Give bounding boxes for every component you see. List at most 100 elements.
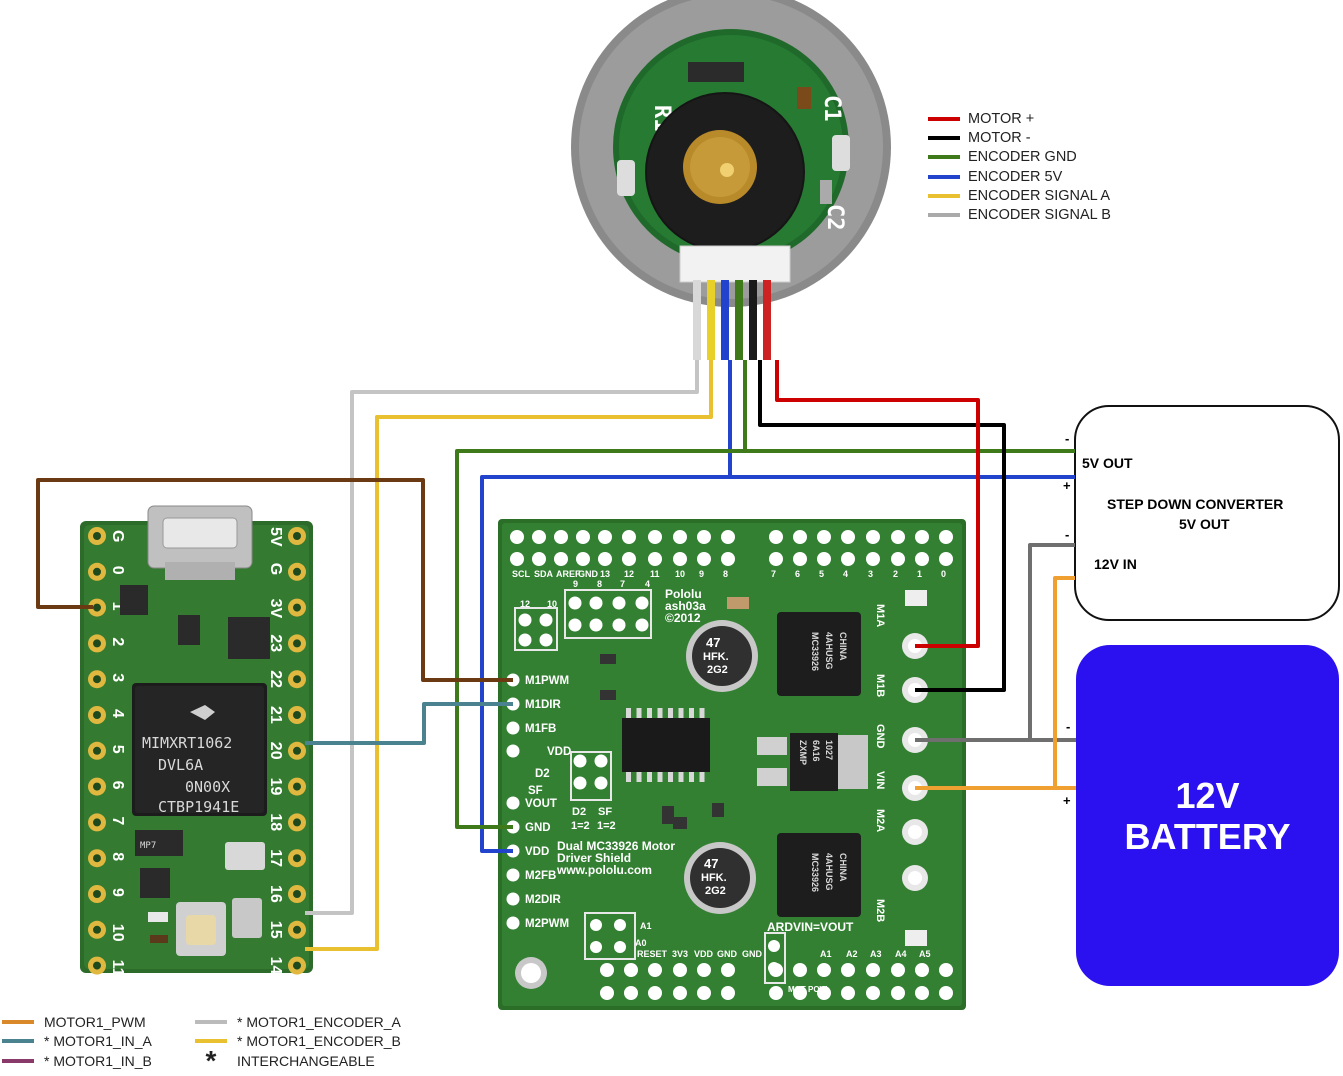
shield-pad <box>866 530 880 544</box>
legend-label: ENCODER 5V <box>968 168 1063 185</box>
shield-header-num: 4 <box>645 579 650 589</box>
teensy-pad-hole <box>293 782 301 791</box>
teensy-pin-label: 0 <box>109 566 126 575</box>
shield-pad <box>721 530 735 544</box>
teensy-pad-hole <box>93 818 101 827</box>
shield-left-pin-label: VDD <box>525 846 549 858</box>
shield-header-num: 8 <box>597 579 602 589</box>
teensy-pad-hole <box>293 675 301 684</box>
shield-pad <box>891 552 905 566</box>
shield-pad <box>721 986 735 1000</box>
shield-jumper-pad <box>768 962 780 974</box>
shield-header-num: 9 <box>573 579 578 589</box>
teensy-pad-hole <box>93 675 101 684</box>
legend-label: * MOTOR1_IN_B <box>44 1052 152 1069</box>
shield-left-pad <box>506 916 520 930</box>
shield-pad <box>817 552 831 566</box>
shield-bottom-pin-label: A2 <box>846 949 858 959</box>
converter-plus: + <box>1063 478 1071 493</box>
shield-pad <box>598 530 612 544</box>
legend-item: *INTERCHANGEABLE <box>195 1045 401 1076</box>
shield-pad <box>793 552 807 566</box>
shield-jumper-pad <box>768 940 780 952</box>
cap2-line1: 47 <box>704 856 718 871</box>
legend-swatch <box>195 1039 227 1044</box>
shield-bottom-pin-label: VDD <box>694 949 714 959</box>
terminal-label: VIN <box>874 771 886 789</box>
teensy-pad-hole <box>293 854 301 863</box>
teensy-pin-label: 1 <box>109 602 126 611</box>
shield-top-pin-label: SCL <box>512 569 531 579</box>
legend-item: MOTOR1_PWM <box>2 1012 152 1032</box>
shield-jumper-pad <box>573 754 587 768</box>
shield-pad <box>769 986 783 1000</box>
shield-header-pad <box>518 613 532 627</box>
legend-item: * MOTOR1_ENCODER_B <box>195 1032 401 1052</box>
teensy-pin-label: 20 <box>267 742 284 760</box>
jumper-d2: D2 <box>572 806 586 818</box>
shield-pad <box>673 552 687 566</box>
teensy-pin-label: 8 <box>109 852 126 861</box>
shield-left-pin-label: M2FB <box>525 870 556 882</box>
legend-swatch <box>2 1039 34 1044</box>
teensy-pad-hole <box>93 890 101 898</box>
shield-pad <box>532 530 546 544</box>
cap2-line2: HFK. <box>701 872 727 884</box>
jumper-sf: SF <box>598 806 612 818</box>
c1-label: C1 <box>819 95 844 122</box>
teensy-pin-label: 17 <box>267 849 284 867</box>
legend-swatch <box>928 135 960 140</box>
legend-item: * MOTOR1_IN_B <box>2 1051 152 1071</box>
shield-pad <box>939 963 953 977</box>
legend-swatch <box>928 193 960 198</box>
driver-chip-text: MC33926 <box>810 632 820 671</box>
soic-pin <box>668 772 673 782</box>
teensy-pin-label: 9 <box>109 888 126 897</box>
shield-pad <box>891 986 905 1000</box>
shield-bottom-pin-label: A3 <box>870 949 882 959</box>
shield-left-pin-label: M1PWM <box>525 675 569 687</box>
shield-top-pin-label: 3 <box>868 569 873 579</box>
shield-top-pin-label: AREF <box>556 569 581 579</box>
teensy-pin-label: 22 <box>267 670 284 688</box>
legend-swatch <box>2 1058 34 1063</box>
shield-top-pin-label: 7 <box>771 569 776 579</box>
asterisk-icon: * <box>205 1045 217 1076</box>
shield-pad <box>600 963 614 977</box>
shield-pad <box>697 552 711 566</box>
cap2-line3: 2G2 <box>705 885 726 897</box>
shield-pad <box>769 552 783 566</box>
shield-top-pin-label: 12 <box>624 569 634 579</box>
legend-swatch <box>928 116 960 121</box>
shield-top-pin-label: GND <box>578 569 599 579</box>
shield-pad <box>721 552 735 566</box>
soic-pin <box>636 708 642 718</box>
shield-pad <box>915 552 929 566</box>
shield-pad <box>841 963 855 977</box>
shield-header-num: 12 <box>520 599 530 609</box>
terminal-label: M1B <box>874 674 886 697</box>
teensy-chip-line3: 0N00X <box>185 778 230 796</box>
shield-left-pad <box>506 721 520 735</box>
shield-top-pin-label: SDA <box>534 569 554 579</box>
shield-left-pad <box>506 796 520 810</box>
shield-pad <box>793 986 807 1000</box>
shield-jumper-pad <box>594 776 608 790</box>
shield-bottom-pin-label: A1 <box>640 921 652 931</box>
teensy-pin-label: 21 <box>267 706 284 724</box>
teensy-pin-label: 5V <box>267 527 284 547</box>
shield-bottom-pin-label: A4 <box>895 949 907 959</box>
teensy-pin-label: 18 <box>267 813 284 831</box>
shield-header-pad <box>568 618 582 632</box>
regulator-text: ZXMP <box>798 740 808 765</box>
shield-pad <box>673 986 687 1000</box>
shield-left-pin-label: VOUT <box>525 798 557 810</box>
shield-header-num: 7 <box>620 579 625 589</box>
teensy-pin-label: 19 <box>267 778 284 796</box>
shield-pad <box>841 986 855 1000</box>
shield-pad <box>915 530 929 544</box>
shield-bottom-pin-label: 3V3 <box>672 949 688 959</box>
regulator-text: 6A16 <box>811 740 821 762</box>
teensy-pin-label: 11 <box>109 960 126 977</box>
soic-pin <box>689 708 694 718</box>
